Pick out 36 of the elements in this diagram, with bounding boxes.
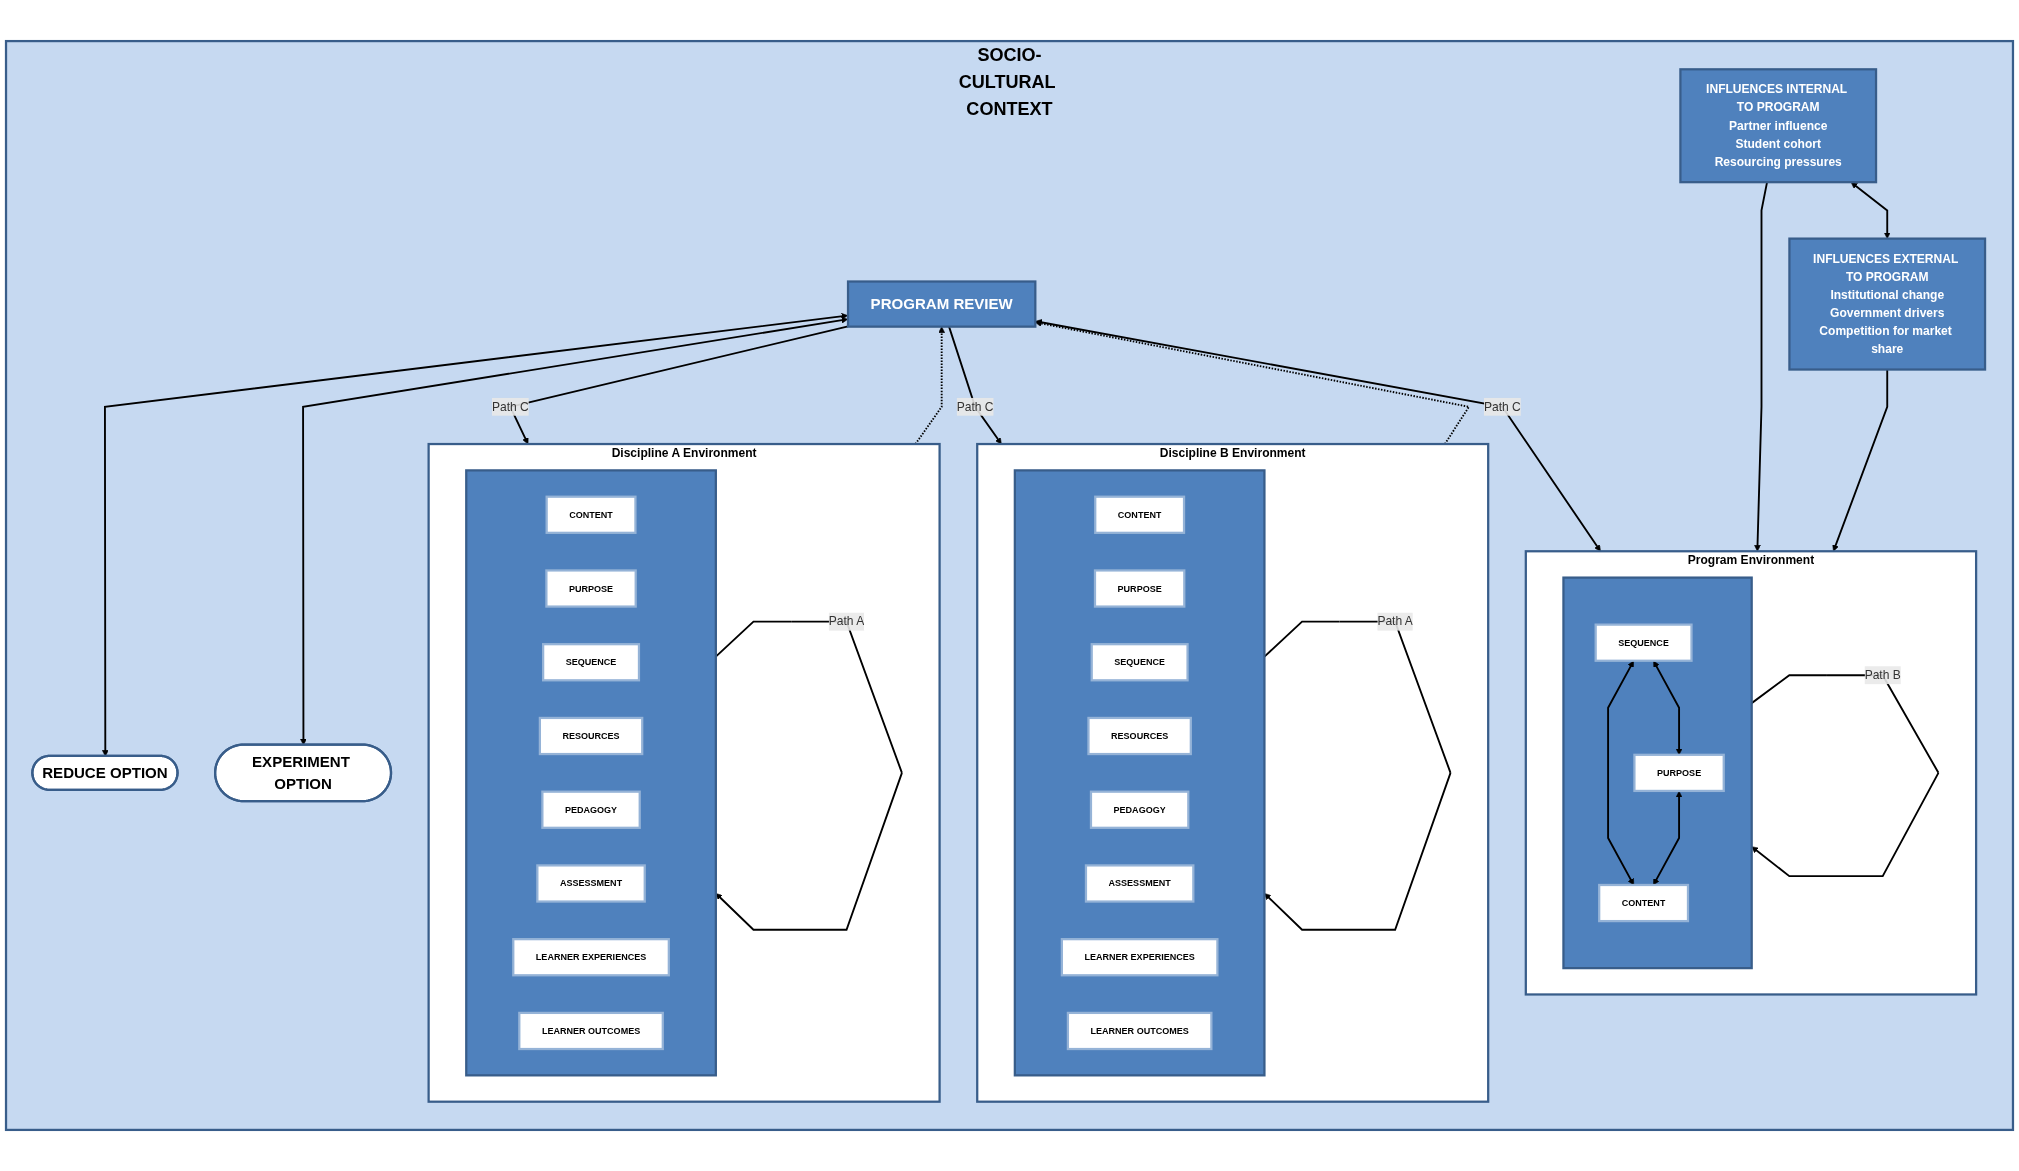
- node-box: LEARNER EXPERIENCES: [1060, 938, 1219, 977]
- node-box: SEQUENCE: [1594, 623, 1693, 662]
- node-box: CONTENT: [545, 495, 637, 534]
- edge-label: Path B: [1864, 668, 1901, 682]
- node-box: PURPOSE: [545, 569, 637, 608]
- node-box: CONTENT: [1094, 495, 1186, 534]
- cluster: [465, 469, 717, 1077]
- arrow: [1850, 182, 1891, 239]
- node-box: LEARNER EXPERIENCES: [512, 938, 670, 977]
- arrow: [1035, 319, 1601, 552]
- node-box: ASSESSMENT: [536, 864, 646, 903]
- node-box: LEARNER OUTCOMES: [518, 1011, 664, 1051]
- edge-label: Path A: [828, 614, 865, 628]
- node-box: PURPOSE: [1633, 753, 1725, 793]
- cluster: [1013, 469, 1266, 1077]
- node-box: RESOURCES: [538, 716, 644, 756]
- arrow: [914, 326, 945, 445]
- node-box: INFLUENCES EXTERNAL TO PROGRAM Institutional change Government drivers Competition for market share: [1788, 237, 1987, 371]
- edge-label: Path C: [1483, 400, 1521, 413]
- node-box: PURPOSE: [1093, 569, 1186, 608]
- node-box: CONTENT: [1598, 883, 1690, 923]
- edge-label: Path C: [491, 400, 529, 413]
- node-box: INFLUENCES INTERNAL TO PROGRAM Partner influence Student cohort Resourcing pressures: [1679, 68, 1878, 184]
- node-box: SEQUENCE: [1090, 643, 1189, 682]
- node-box: RESOURCES: [1087, 716, 1192, 756]
- node-box: PROGRAM REVIEW: [846, 280, 1037, 328]
- edge-label: Path A: [1377, 614, 1413, 628]
- cluster: [1562, 576, 1753, 970]
- arrow: [1035, 320, 1471, 445]
- node-box: ASSESSMENT: [1084, 864, 1195, 903]
- node-box: SEQUENCE: [542, 643, 641, 682]
- edge-label: Path C: [956, 400, 994, 413]
- arrow: [102, 313, 849, 757]
- node-box: LEARNER OUTCOMES: [1066, 1011, 1213, 1051]
- node-box: PEDAGOGY: [1089, 790, 1190, 829]
- node-box: PEDAGOGY: [541, 790, 641, 829]
